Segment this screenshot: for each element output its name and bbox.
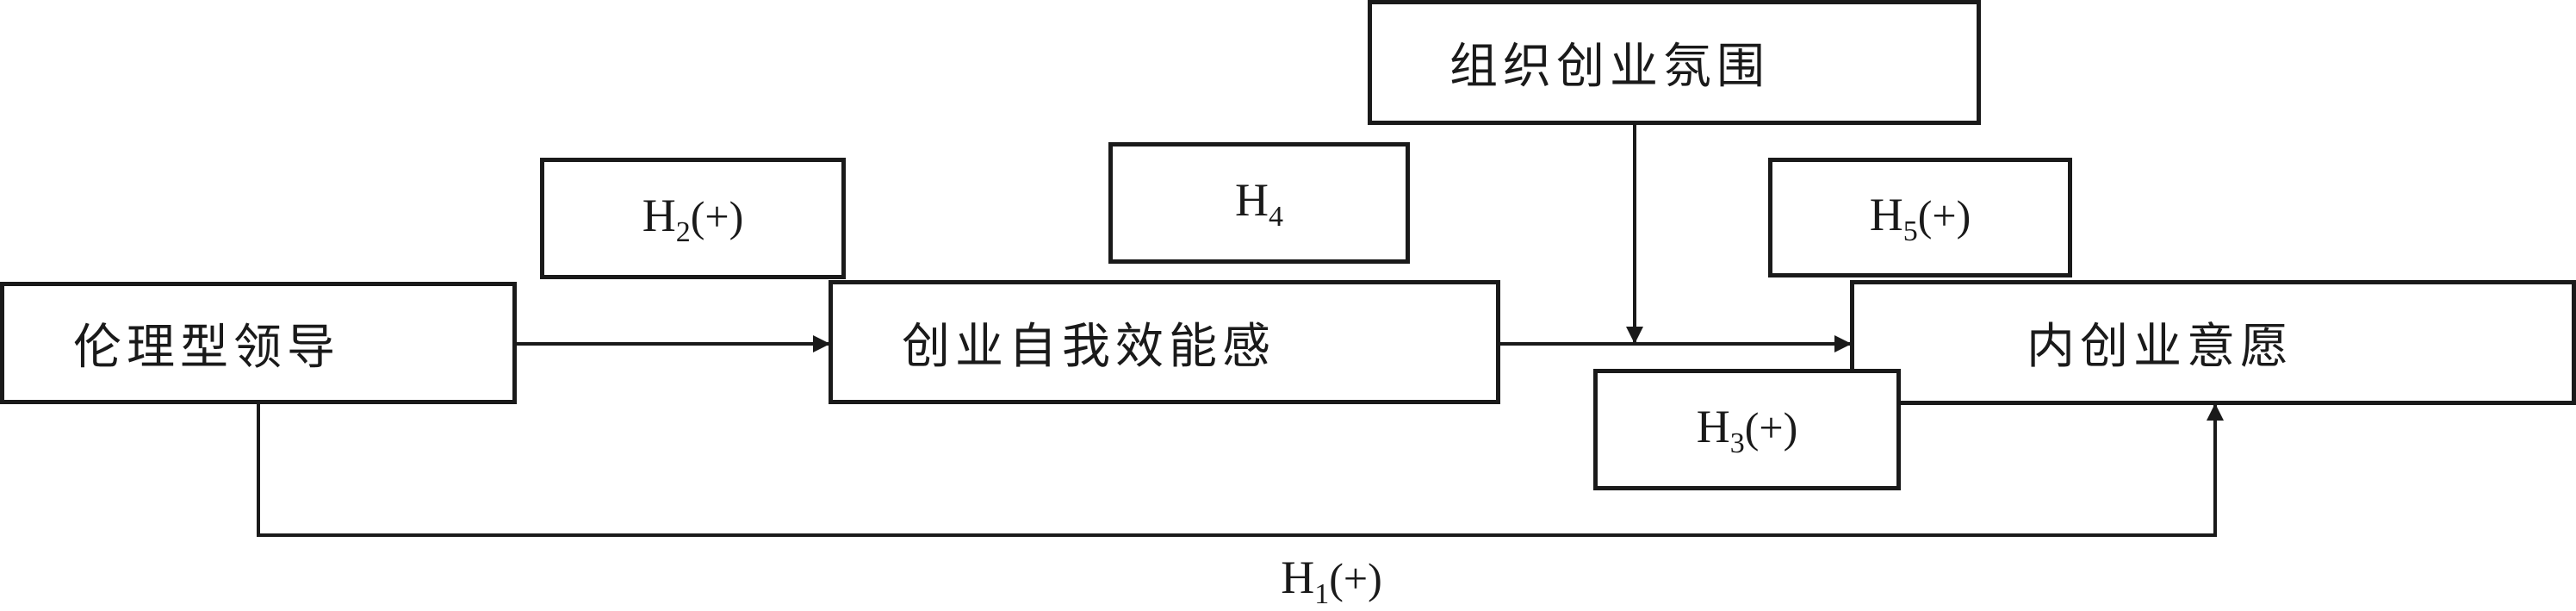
hypothesis-h2-box: H2(+) [540,158,846,279]
hypothesis-h4-box: H4 [1108,142,1410,264]
node-self-efficacy: 创业自我效能感 [829,280,1500,404]
arrow-leadership-to-intention-direct [257,402,2224,537]
hypothesis-h1-label: H1(+) [1281,552,1382,610]
hypothesis-h1-label-wrap: H1(+) [1237,552,1426,610]
node-intrapreneurial-intention-label: 内创业意愿 [2027,319,2294,375]
hypothesis-h3-label: H3(+) [1696,400,1798,459]
hypothesis-h2-label: H2(+) [642,189,744,248]
hypothesis-h4-label: H4 [1235,173,1283,233]
node-self-efficacy-label: 创业自我效能感 [902,318,1276,375]
node-entrepreneurial-climate-label: 组织创业氛围 [1449,39,1770,95]
node-ethical-leadership-label: 伦理型领导 [73,319,340,376]
node-entrepreneurial-climate: 组织创业氛围 [1368,0,1981,125]
hypothesis-h5-label: H5(+) [1869,188,1971,247]
hypothesis-h3-box: H3(+) [1593,369,1901,490]
hypothesis-h5-box: H5(+) [1768,158,2072,277]
node-ethical-leadership: 伦理型领导 [0,282,517,404]
node-intrapreneurial-intention: 内创业意愿 [1850,280,2576,405]
